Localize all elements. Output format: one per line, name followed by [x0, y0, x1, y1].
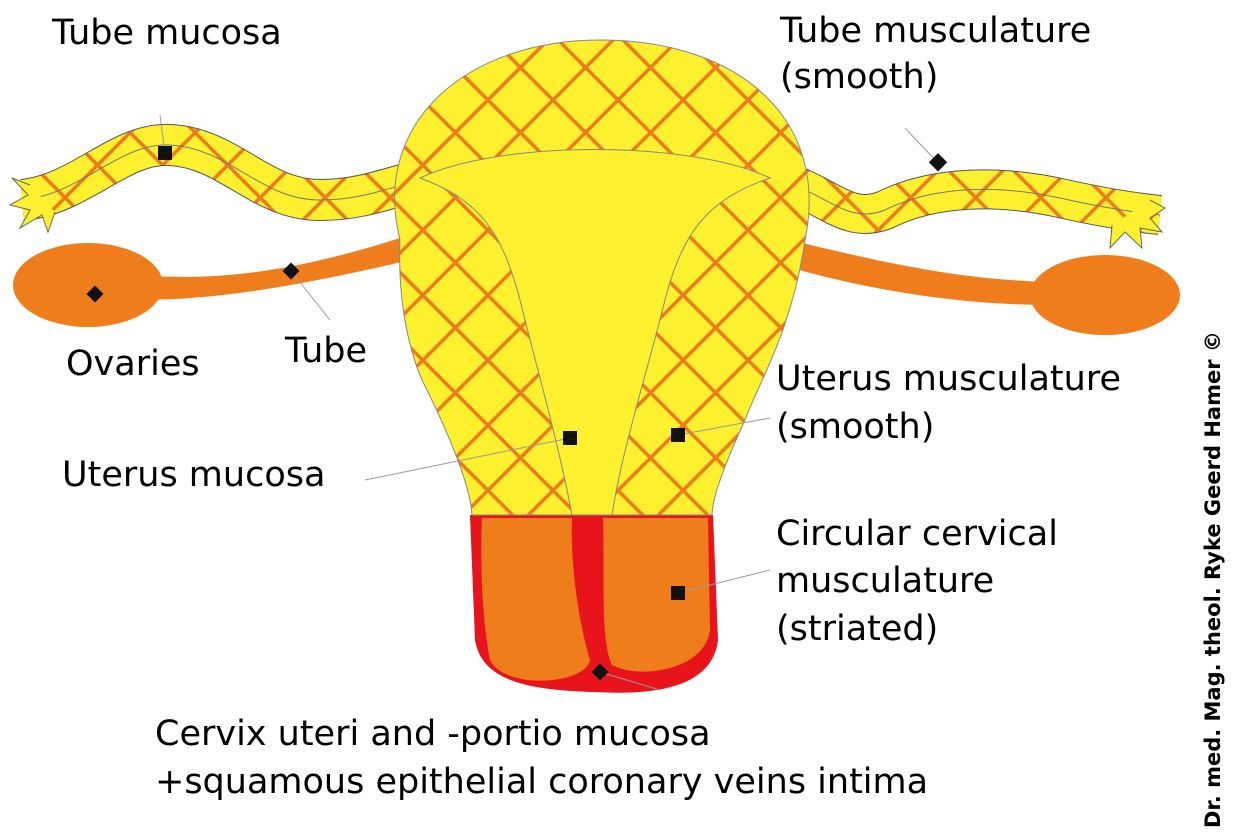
left-ovary [13, 243, 163, 327]
label-ovaries: Ovaries [66, 344, 200, 384]
marker-tube-mucosa [158, 146, 172, 160]
label-striated: (striated) [776, 609, 938, 649]
label-squamous-epithelial: +squamous epithelial coronary veins inti… [155, 762, 928, 802]
marker-ovary [86, 285, 104, 303]
left-fimbriae [8, 177, 56, 234]
uterus-mucosa [418, 149, 772, 516]
label-tube-mucosa: Tube mucosa [51, 13, 282, 53]
label-circular-cervical: Circular cervical [776, 514, 1058, 554]
markers [86, 146, 948, 681]
cervical-musculature-left [481, 518, 590, 681]
right-tube-ligament [790, 240, 1050, 305]
marker-uterus-musculature [671, 428, 685, 442]
marker-tube-musculature [928, 153, 948, 172]
label-tube-musculature-smooth: (smooth) [780, 57, 938, 97]
marker-tube [282, 262, 300, 280]
label-uterus-mucosa: Uterus mucosa [62, 455, 325, 495]
cervical-musculature-right [603, 518, 710, 672]
copyright-text: Dr. med. Mag. theol. Ryke Geerd Hamer © [1201, 331, 1225, 828]
label-tube: Tube [284, 331, 367, 371]
label-musculature: musculature [776, 561, 994, 601]
right-ovary [1030, 255, 1180, 335]
left-tube-ligament [140, 238, 402, 300]
marker-cervical-musculature [671, 586, 685, 600]
label-uterus-musculature: Uterus musculature [776, 359, 1121, 399]
marker-cervix-mucosa [591, 663, 609, 681]
label-uterus-musculature-smooth: (smooth) [776, 407, 934, 447]
label-cervix-uteri: Cervix uteri and -portio mucosa [155, 714, 711, 754]
label-tube-musculature: Tube musculature [779, 11, 1091, 51]
right-fimbriae [1109, 199, 1166, 250]
marker-uterus-mucosa [563, 431, 577, 445]
